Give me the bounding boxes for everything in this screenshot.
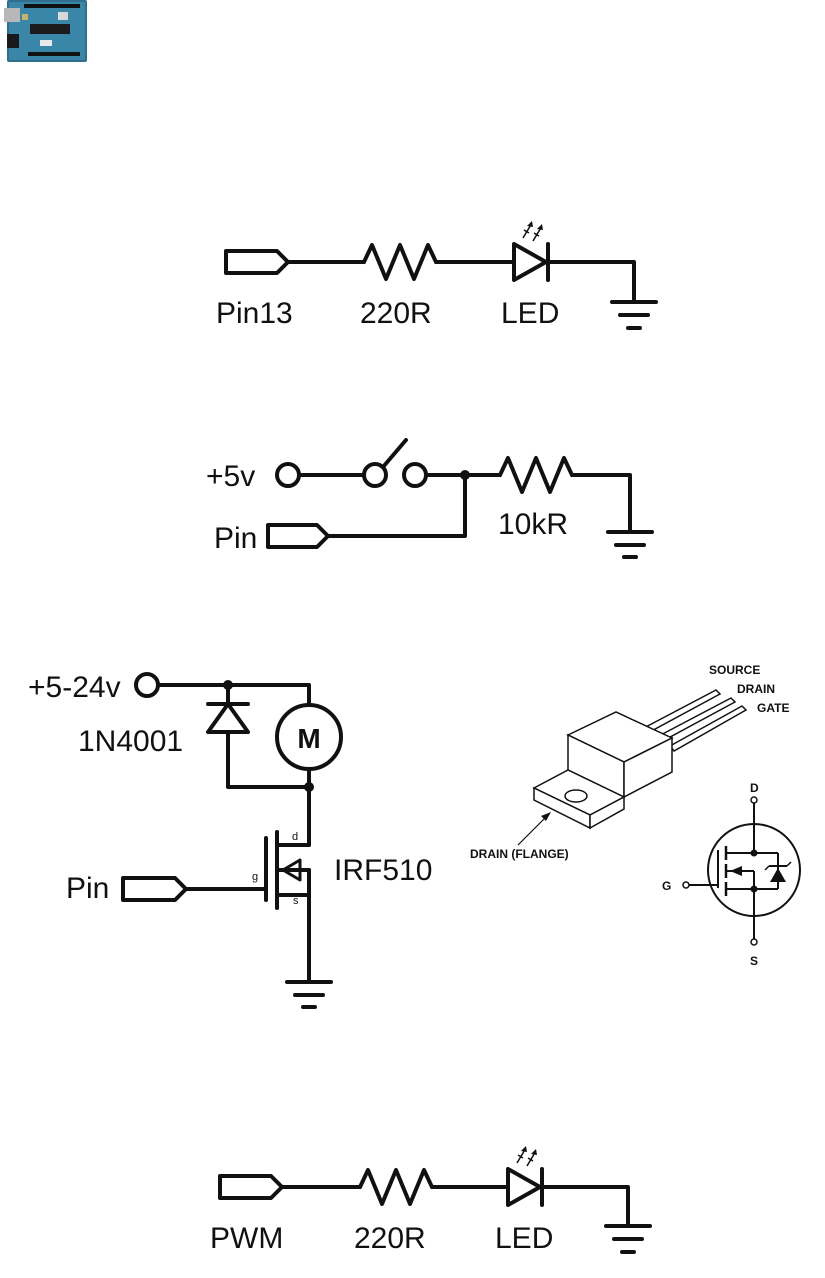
flange-label: DRAIN (FLANGE) — [470, 847, 569, 861]
source-pin-label: s — [293, 895, 299, 907]
resistor-220r-label: 220R — [360, 297, 432, 330]
symbol-g-label: G — [662, 879, 671, 893]
drain-pin-label: d — [292, 831, 298, 843]
supply-terminal — [275, 462, 301, 488]
motor-label: M — [297, 723, 320, 754]
led-label: LED — [501, 297, 559, 330]
supply-label: +5-24v — [28, 671, 121, 704]
arduino-board-icon — [4, 0, 87, 62]
ground-symbol — [604, 1224, 652, 1254]
ground-symbol — [606, 530, 654, 559]
pin-label: Pin — [214, 522, 257, 555]
ground-symbol — [285, 980, 333, 1009]
resistor-10kr-symbol — [498, 456, 574, 494]
diode-symbol — [206, 702, 250, 734]
junction-dot — [304, 782, 314, 792]
mounting-hole — [564, 789, 588, 803]
motor-circuit: M +5-24v 1N4001 Pin IRF510 d g s — [28, 671, 432, 1009]
supply-5v-label: +5v — [206, 460, 255, 493]
body-diode-icon — [770, 868, 786, 882]
light-emission-icon — [522, 221, 543, 242]
mosfet-symbol — [264, 830, 311, 984]
led-symbol — [506, 1167, 542, 1207]
resistor-10kr-label: 10kR — [498, 508, 568, 541]
supply-terminal — [134, 672, 160, 698]
to220-package: SOURCE DRAIN GATE DRAIN (FLANGE) — [470, 663, 789, 861]
pin13-label: Pin13 — [216, 297, 293, 330]
symbol-d-label: D — [750, 781, 759, 795]
ground-symbol — [610, 300, 658, 330]
resistor-220r-symbol — [362, 243, 438, 281]
symbol-s-label: S — [750, 954, 758, 968]
drain-label: DRAIN — [737, 682, 775, 696]
pwm-circuit: PWM 220R LED — [210, 1146, 652, 1255]
resistor-220r-label: 220R — [354, 1222, 426, 1255]
pin-label: Pin — [66, 872, 109, 905]
resistor-220r-symbol — [358, 1168, 434, 1206]
light-emission-icon — [516, 1146, 537, 1167]
pwm-connector — [218, 1174, 284, 1200]
pwm-label: PWM — [210, 1222, 283, 1255]
pin13-connector — [224, 249, 290, 275]
switch-circuit: +5v Pin 10kR — [206, 438, 654, 559]
switch-lever — [381, 438, 408, 469]
pin-connector — [266, 523, 330, 549]
mosfet-circle-symbol: D G S — [662, 781, 801, 968]
source-label: SOURCE — [709, 663, 760, 677]
diode-label: 1N4001 — [78, 725, 183, 758]
led-label: LED — [495, 1222, 553, 1255]
transistor-label: IRF510 — [334, 854, 432, 887]
package-leads — [638, 689, 748, 752]
led-symbol — [512, 242, 548, 282]
led-circuit: Pin13 220R LED — [216, 221, 658, 330]
pin-connector — [121, 876, 188, 902]
gate-pin-label: g — [252, 871, 258, 883]
gate-label: GATE — [757, 701, 789, 715]
